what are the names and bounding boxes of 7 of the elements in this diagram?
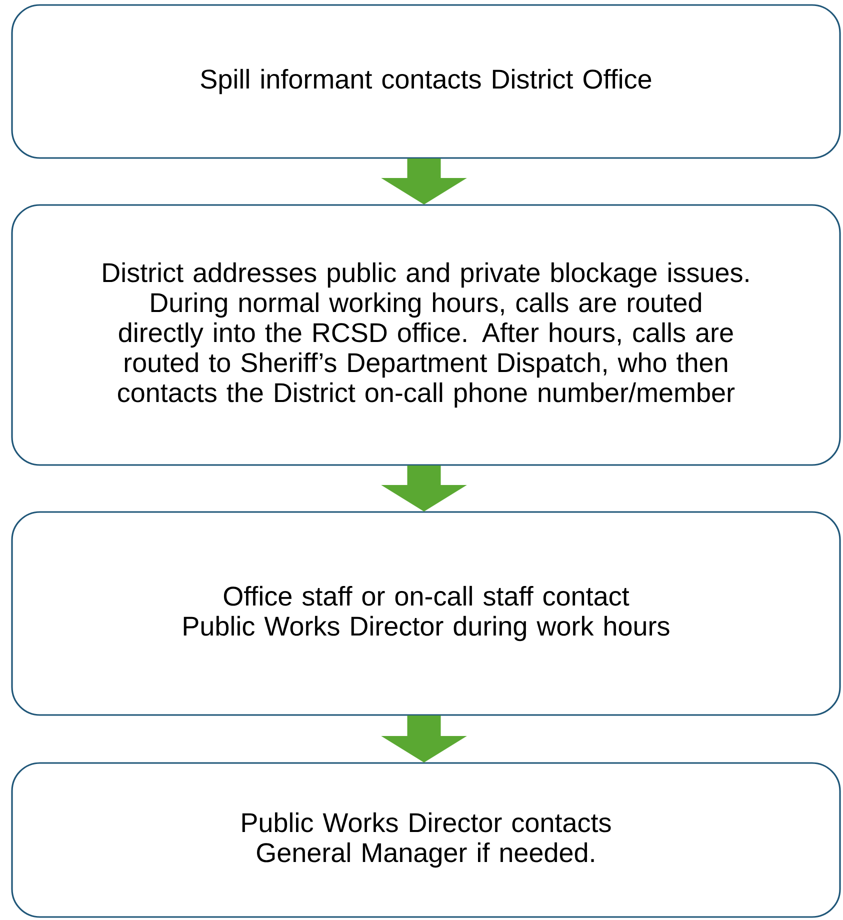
process-box: Public Works Director contacts General Manager if needed. (11, 762, 841, 918)
arrow (382, 716, 466, 762)
process-box: District addresses public and private blockage issues. During normal working hours, calls are routed directly into the RCSD office. After hours, calls are routed to Sheriff’s Department Dispatch, who then contacts the District on-call phone number/member (11, 204, 841, 466)
arrow (382, 158, 466, 204)
process-box: Office staff or on-call staff contact Public Works Director during work hours (11, 511, 841, 716)
arrow (382, 466, 466, 512)
process-box: Spill informant contacts District Office (11, 4, 841, 159)
